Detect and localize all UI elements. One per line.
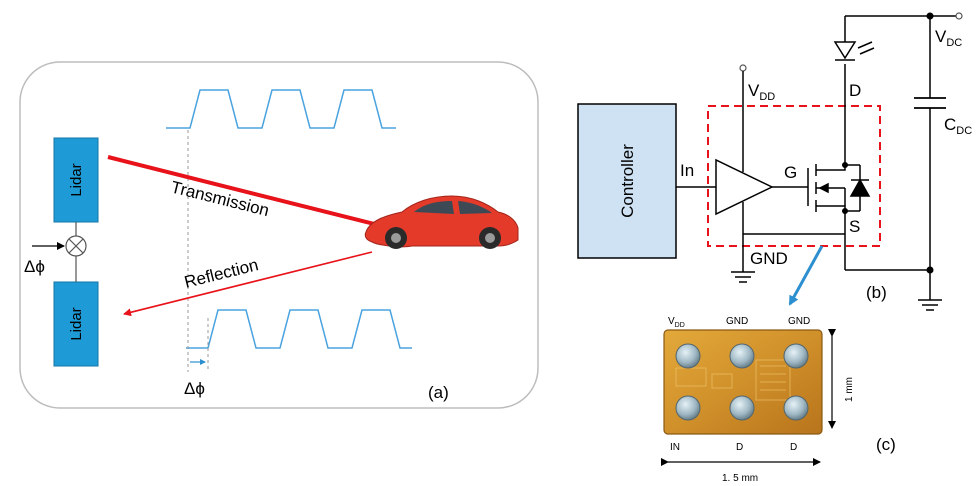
height-dimension-label: 1 mm bbox=[844, 377, 855, 402]
led-icon bbox=[833, 41, 875, 61]
gate-driver-icon bbox=[715, 158, 774, 216]
cdc-label: CDC bbox=[944, 115, 972, 137]
transmitted-waveform bbox=[166, 89, 396, 129]
panel-c-label: (c) bbox=[876, 435, 896, 454]
pad-label-in: IN bbox=[670, 442, 680, 453]
controller-label: Controller bbox=[618, 144, 637, 218]
pad-label-gnd-1: GND bbox=[726, 316, 748, 327]
panel-b: Controller In G VDD GND bbox=[577, 12, 972, 311]
phase-shift-label-wave: Δϕ bbox=[184, 379, 205, 398]
lidar-receiver-box bbox=[53, 281, 99, 367]
integrated-driver-box bbox=[707, 105, 881, 247]
gnd-label: GND bbox=[750, 249, 788, 268]
ground-icon bbox=[731, 271, 755, 283]
panel-a-frame bbox=[19, 61, 539, 409]
controller-box bbox=[577, 103, 677, 259]
pad-label-d-1: D bbox=[736, 442, 743, 453]
ground-node bbox=[926, 266, 934, 274]
input-label: In bbox=[680, 161, 694, 180]
source-label: S bbox=[849, 217, 860, 236]
mixer-icon bbox=[65, 235, 87, 257]
panel-b-label: (b) bbox=[866, 283, 887, 302]
pad-label-vdd: VDD bbox=[668, 316, 685, 329]
transmission-beam bbox=[107, 155, 400, 233]
vdc-terminal bbox=[955, 12, 963, 20]
panel-a-label: (a) bbox=[428, 383, 449, 402]
received-waveform bbox=[186, 309, 412, 349]
chip-circuitry bbox=[675, 359, 791, 401]
drain-label: D bbox=[849, 81, 861, 100]
phase-shift-label-mixer: Δϕ bbox=[24, 257, 45, 276]
vdd-terminal bbox=[739, 64, 747, 72]
car-icon bbox=[364, 195, 519, 249]
panel-a: Δϕ Lidar Lidar Δϕ Transmission Reflectio… bbox=[19, 61, 539, 409]
power-mosfet-icon bbox=[807, 138, 846, 234]
dc-ground-icon bbox=[918, 299, 942, 311]
chip-pointer-arrow bbox=[788, 245, 824, 306]
vdd-label: VDD bbox=[748, 81, 775, 103]
panel-c: VDD GND GND IN D D 1. 5 mm 1 mm (c) bbox=[661, 316, 896, 484]
pad-label-d-2: D bbox=[790, 442, 797, 453]
lidar-transmitter-box bbox=[53, 137, 99, 223]
pad-label-gnd-2: GND bbox=[788, 316, 810, 327]
reflection-beam bbox=[123, 251, 373, 317]
drain-node bbox=[842, 162, 848, 168]
lidar-transmitter-label: Lidar bbox=[68, 163, 85, 196]
chip-die bbox=[663, 329, 823, 435]
lidar-receiver-label: Lidar bbox=[68, 307, 85, 340]
width-dimension-label: 1. 5 mm bbox=[722, 473, 758, 484]
solder-bump-icons bbox=[675, 343, 809, 421]
source-node bbox=[842, 208, 848, 214]
gate-label: G bbox=[784, 163, 797, 182]
body-diode-icon bbox=[845, 164, 871, 212]
vdc-label: VDC bbox=[935, 27, 962, 49]
capacitor-icon bbox=[914, 97, 946, 109]
